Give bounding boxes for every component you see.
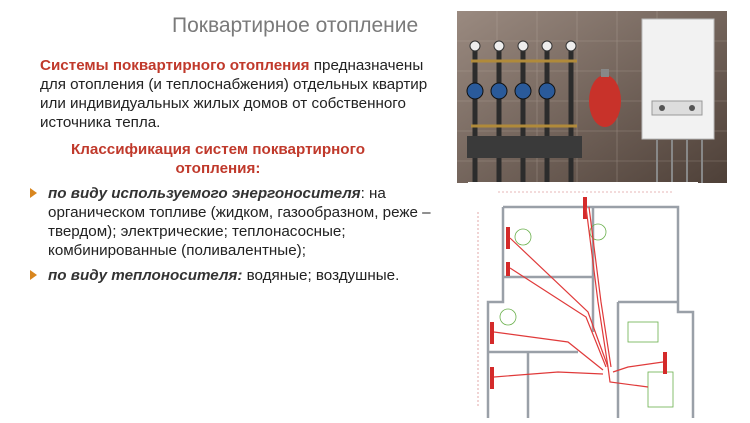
boiler-room-illustration xyxy=(457,11,727,183)
floor-plan-drawing xyxy=(468,182,698,418)
bullet-energy-carrier: по виду используемого энергоносителя: на… xyxy=(28,184,448,260)
classification-heading: Классификация систем поквартирного отопл… xyxy=(70,141,365,177)
bullet-text: водяные; воздушные. xyxy=(242,267,400,284)
bullet-text: : на органическом топливе (жидком, газоо… xyxy=(48,185,431,259)
bullet-emphasis: по виду теплоносителя: xyxy=(48,267,243,284)
page-title: Поквартирное отопление xyxy=(172,14,419,37)
bullet-heat-carrier: по виду теплоносителя: водяные; воздушны… xyxy=(28,266,448,285)
intro-highlight: Системы поквартирного отопления xyxy=(40,57,310,74)
intro-text: предназначены для отопления (и теплоснаб… xyxy=(40,57,428,131)
bullet-arrow-icon xyxy=(30,188,37,198)
bullet-emphasis: по виду используемого энергоносителя xyxy=(48,185,361,202)
intro-paragraph: Системы поквартирного отопления предназн… xyxy=(28,56,448,132)
boiler-room-photo xyxy=(457,11,727,183)
text-column: Системы поквартирного отопления предназн… xyxy=(28,56,448,291)
bullet-arrow-icon xyxy=(30,270,37,280)
floor-plan-diagram xyxy=(468,182,698,418)
